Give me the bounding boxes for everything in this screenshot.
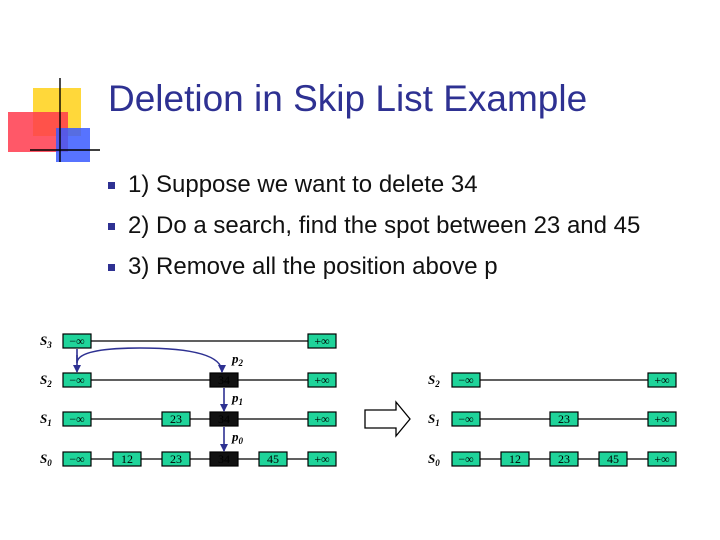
list-node: −∞ — [62, 333, 92, 349]
node-label: 34 — [218, 373, 230, 387]
node-label: 12 — [121, 452, 133, 466]
level-S0: S0 −∞ 12 23 34 45 +∞ — [40, 451, 337, 468]
level-S3: S3 −∞ +∞ — [40, 333, 337, 350]
pointer-label: p1 — [231, 390, 243, 407]
list-node: +∞ — [647, 451, 677, 467]
level-S1: S1 −∞ 23 +∞ — [428, 411, 677, 428]
node-label: −∞ — [69, 412, 84, 426]
skip-list-after: S2 −∞ +∞ S1 −∞ 23 +∞ S0 −∞ 12 23 45 +∞ — [428, 372, 677, 468]
node-label: −∞ — [458, 373, 473, 387]
bullet-item: 1) Suppose we want to delete 34 — [108, 170, 688, 200]
node-label: +∞ — [314, 412, 329, 426]
transition-arrow-icon — [364, 400, 411, 438]
list-node: +∞ — [307, 451, 337, 467]
node-label: 23 — [558, 452, 570, 466]
node-label: +∞ — [654, 412, 669, 426]
node-label: 23 — [558, 412, 570, 426]
node-label: −∞ — [458, 412, 473, 426]
pointer-label: p2 — [231, 351, 244, 368]
level-S1: S1 −∞ 23 34 +∞ — [40, 411, 337, 428]
list-node: +∞ — [307, 372, 337, 388]
pointer-label: p0 — [231, 429, 244, 446]
list-node: 23 — [161, 411, 191, 427]
node-label: +∞ — [654, 373, 669, 387]
node-label: 45 — [607, 452, 619, 466]
list-node: +∞ — [307, 411, 337, 427]
list-node: +∞ — [647, 411, 677, 427]
node-label: +∞ — [314, 452, 329, 466]
list-node: −∞ — [62, 451, 92, 467]
list-node: −∞ — [62, 372, 92, 388]
node-label: +∞ — [654, 452, 669, 466]
list-node: 23 — [549, 451, 579, 467]
node-label: 34 — [218, 412, 230, 426]
list-node: −∞ — [62, 411, 92, 427]
list-node: 45 — [258, 451, 288, 467]
search-arrow — [76, 347, 226, 373]
node-label: 23 — [170, 412, 182, 426]
level-label: S2 — [40, 372, 52, 389]
list-node: 12 — [500, 451, 530, 467]
node-label: −∞ — [69, 452, 84, 466]
level-S2: S2 −∞ 34 +∞ — [40, 372, 337, 389]
list-node: +∞ — [307, 333, 337, 349]
node-label: −∞ — [69, 373, 84, 387]
deleted-node: 34 — [209, 411, 239, 427]
deleted-node: 34 — [209, 451, 239, 467]
node-label: 12 — [509, 452, 521, 466]
list-node: 23 — [161, 451, 191, 467]
level-label: S2 — [428, 372, 440, 389]
node-label: 45 — [267, 452, 279, 466]
level-label: S3 — [40, 333, 52, 350]
deleted-node: 34 — [209, 372, 239, 388]
list-node: −∞ — [451, 372, 481, 388]
list-node: −∞ — [451, 451, 481, 467]
bullet-item: 3) Remove all the position above p — [108, 252, 688, 282]
level-label: S1 — [40, 411, 52, 428]
bullet-item: 2) Do a search, find the spot between 23… — [108, 211, 688, 241]
slide-title: Deletion in Skip List Example — [108, 78, 588, 119]
list-node: 23 — [549, 411, 579, 427]
level-label: S0 — [40, 451, 52, 468]
level-label: S1 — [428, 411, 440, 428]
node-label: +∞ — [314, 373, 329, 387]
level-S0: S0 −∞ 12 23 45 +∞ — [428, 451, 677, 468]
node-label: 23 — [170, 452, 182, 466]
node-label: +∞ — [314, 334, 329, 348]
decorative-logo — [8, 78, 100, 162]
list-node: +∞ — [647, 372, 677, 388]
bullet-list: 1) Suppose we want to delete 34 2) Do a … — [108, 170, 688, 293]
list-node: 45 — [598, 451, 628, 467]
node-label: −∞ — [69, 334, 84, 348]
list-node: −∞ — [451, 411, 481, 427]
skip-list-before: S3 −∞ +∞ S2 −∞ 34 +∞ S1 −∞ 23 34 +∞ S0 −∞ 12 23 34 45 +∞ p2… — [40, 333, 337, 468]
node-label: 34 — [218, 452, 230, 466]
level-label: S0 — [428, 451, 440, 468]
level-S2: S2 −∞ +∞ — [428, 372, 677, 389]
list-node: 12 — [112, 451, 142, 467]
node-label: −∞ — [458, 452, 473, 466]
